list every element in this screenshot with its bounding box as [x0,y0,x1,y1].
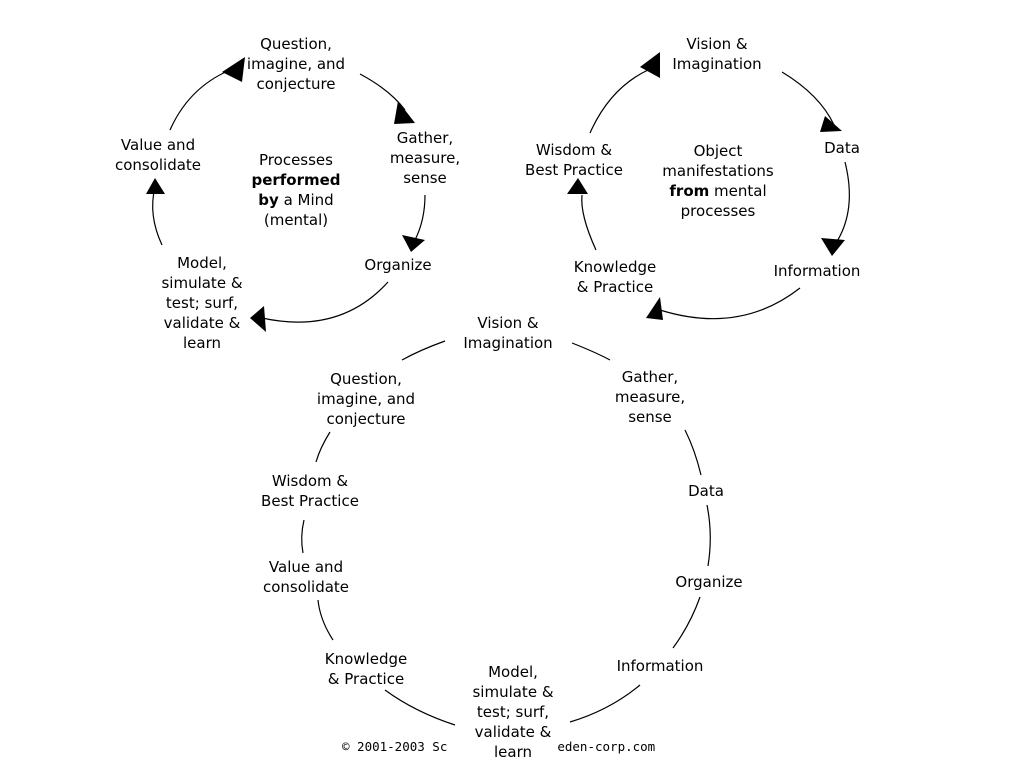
arc-organize-to-model [261,281,389,323]
mind-cycle-arrowheads [146,57,425,332]
arc-model-to-value [152,186,163,246]
arc-segment [706,504,711,567]
arc-segment [569,684,641,723]
arc-segment [672,596,701,649]
arrowhead [821,238,845,256]
node-knowledge: Knowledge& Practice [573,258,657,296]
arc-segment [684,429,702,476]
arc-segment [317,599,334,641]
combined-node-gather: Gather,measure,sense [614,368,686,426]
arc-value-to-question [169,67,236,131]
arc-gather-to-organize [414,194,426,241]
arrowhead [250,306,266,332]
combined-node-organize: Organize [675,573,743,591]
node-vision: Vision &Imagination [672,35,762,73]
combined-node-vision: Vision &Imagination [463,314,553,352]
object-cycle-arrowheads [567,52,845,320]
arrowhead [394,101,415,124]
combined-node-information: Information [616,657,704,675]
combined-node-model: Model,simulate &test; surf,validate &lea… [472,663,554,761]
node-gather: Gather,measure,sense [389,129,461,187]
arc-segment [315,431,331,463]
arc-knowledge-to-wisdom [581,194,597,251]
combined-node-knowledge: Knowledge& Practice [324,650,408,688]
combined-cycle-arcs [301,340,711,726]
object-cycle-arcs [581,69,850,320]
object-cycle-center-label: Object manifestations from mental proces… [662,142,774,220]
mind-cycle-center-label: Processes performed by a Mind (mental) [251,151,341,229]
arrowhead [640,52,660,78]
arc-segment [401,340,446,361]
node-model: Model,simulate &test; surf,validate &lea… [161,254,243,352]
arrowhead [567,178,588,194]
node-information: Information [773,262,861,280]
arc-segment [571,342,611,361]
node-wisdom: Wisdom &Best Practice [525,141,623,179]
node-data: Data [824,139,860,157]
arc-vision-to-data [781,71,835,126]
arrowhead [820,116,842,132]
arc-data-to-information [835,161,850,244]
arrowhead [222,57,245,82]
arc-segment [384,689,456,726]
arrowhead [402,235,425,252]
arrowhead [646,297,663,320]
arc-wisdom-to-vision [589,69,649,134]
node-organize: Organize [364,256,432,274]
arc-information-to-knowledge [659,287,801,320]
combined-node-data: Data [688,482,724,500]
combined-node-wisdom: Wisdom &Best Practice [261,472,359,510]
arc-segment [301,519,305,554]
arrowhead [146,178,165,194]
